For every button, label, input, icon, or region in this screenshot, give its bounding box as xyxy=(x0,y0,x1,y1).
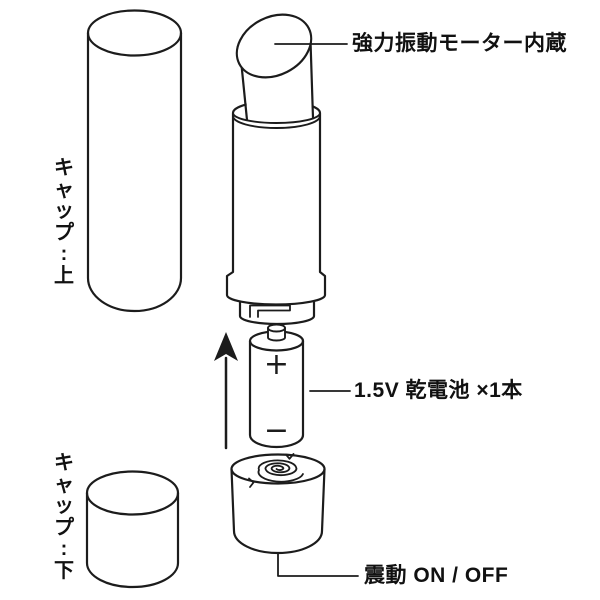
lipstick-tip xyxy=(235,13,313,79)
battery-minus-symbol: − xyxy=(264,413,289,448)
label-cap-top: キャップ:上 xyxy=(50,157,78,287)
battery-terminal-nub xyxy=(267,323,286,342)
label-cap-bottom: キャップ:下 xyxy=(50,452,78,582)
vertical-label-char: プ xyxy=(54,221,74,244)
battery-plus-symbol: + xyxy=(264,347,289,382)
lipstick-body-drawing xyxy=(225,13,327,326)
vertical-label-char: 下 xyxy=(54,559,74,582)
battery-drawing: + − xyxy=(248,323,305,449)
vertical-label-char: ャ xyxy=(54,178,74,201)
label-battery: 1.5V 乾電池 ×1本 xyxy=(354,379,523,402)
vertical-label-char: : xyxy=(60,538,68,560)
vertical-label-char: キ xyxy=(54,452,74,474)
vertical-label-char: ッ xyxy=(54,200,74,222)
notch-mark-top xyxy=(285,453,295,460)
vertical-label-char: 上 xyxy=(54,264,74,287)
bayonet-slot-detail xyxy=(249,304,291,318)
vertical-label-char: キ xyxy=(54,157,74,179)
vertical-label-char: ッ xyxy=(54,495,74,517)
vertical-label-char: プ xyxy=(54,516,74,539)
cap-top-drawing xyxy=(86,9,183,313)
base-switch-drawing xyxy=(230,453,326,555)
cap-bottom-drawing xyxy=(85,470,180,589)
leader-line-switch xyxy=(277,552,359,577)
vertical-label-char: : xyxy=(60,243,68,265)
vertical-label-char: ャ xyxy=(54,473,74,496)
up-arrow-icon xyxy=(214,332,238,450)
label-vibration-switch: 震動 ON / OFF xyxy=(364,564,509,587)
rotary-dial-spiral xyxy=(257,459,304,483)
notch-mark-left xyxy=(248,477,255,488)
label-motor: 強力振動モーター内蔵 xyxy=(352,32,567,55)
